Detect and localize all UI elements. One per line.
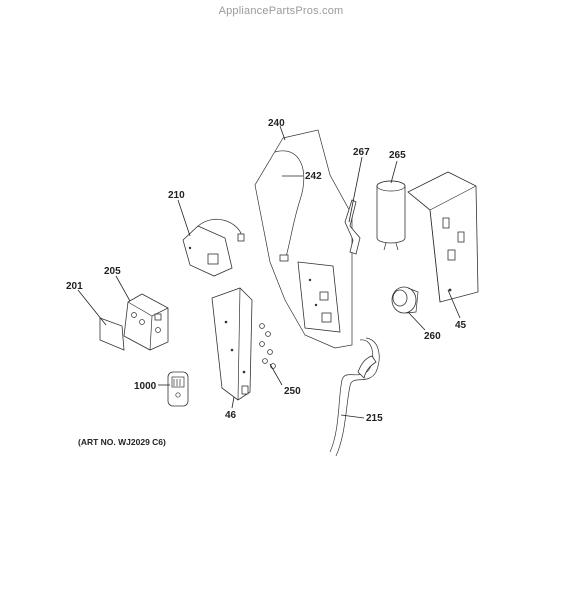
part-242-wire-lead[interactable]	[274, 150, 305, 262]
site-watermark: AppliancePartsPros.com	[218, 5, 344, 17]
callout-242: 242	[305, 171, 322, 182]
callout-205: 205	[104, 266, 121, 277]
callout-215: 215	[366, 413, 383, 424]
part-46-mounting-plate[interactable]	[211, 287, 253, 401]
callout-260: 260	[424, 331, 441, 342]
callout-210: 210	[168, 190, 185, 201]
part-45-control-box[interactable]	[407, 171, 479, 303]
leader-lines	[77, 125, 461, 419]
part-250-screws[interactable]	[259, 323, 276, 369]
callout-240: 240	[268, 118, 285, 129]
callout-250: 250	[284, 386, 301, 397]
part-210-display-board[interactable]	[182, 218, 245, 277]
callout-1000: 1000	[134, 381, 157, 392]
part-260-plug-assembly[interactable]	[391, 286, 419, 314]
part-267-bracket[interactable]	[344, 199, 361, 255]
callout-45: 45	[455, 320, 467, 331]
callout-267: 267	[353, 147, 370, 158]
part-265-capacitor[interactable]	[376, 180, 406, 251]
callout-265: 265	[389, 150, 406, 161]
callout-46: 46	[225, 410, 237, 421]
callout-201: 201	[66, 281, 83, 292]
part-control-board-center[interactable]	[297, 261, 341, 333]
part-240-wire-harness[interactable]	[254, 129, 353, 349]
part-205-control-panel[interactable]	[123, 293, 169, 351]
part-1000-remote-control[interactable]	[167, 371, 189, 407]
part-201-overlay[interactable]	[99, 317, 125, 351]
art-number: (ART NO. WJ2029 C6)	[78, 437, 166, 447]
part-215-drain-hose[interactable]	[329, 337, 380, 457]
